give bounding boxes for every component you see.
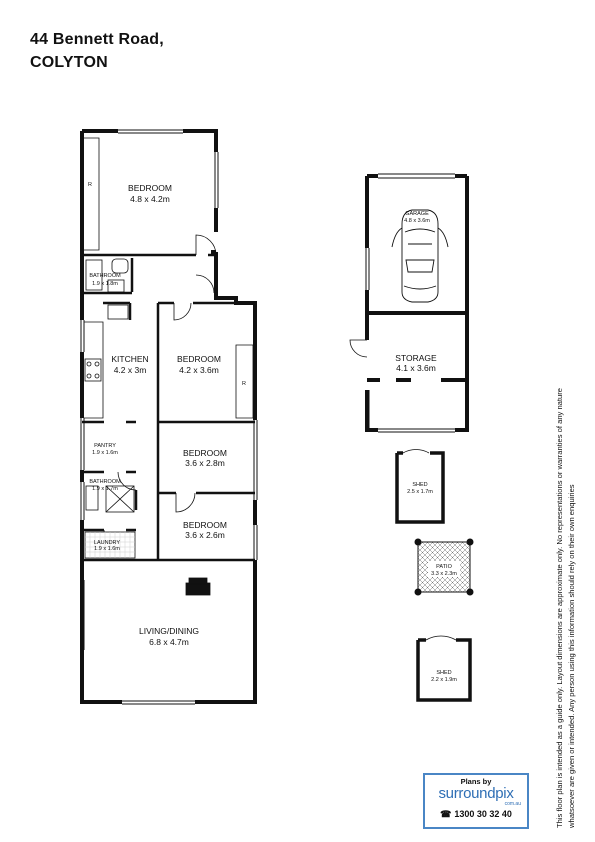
room-dim-patio: 3.3 x 2.3m <box>431 571 457 577</box>
garage-building <box>349 173 469 433</box>
room-name-garage: GARAGE <box>405 211 429 217</box>
shed-1 <box>395 449 445 524</box>
address-line-street: 44 Bennett Road, <box>30 31 164 48</box>
logo-plans-by: Plans by <box>460 777 492 786</box>
shed-2 <box>416 635 472 702</box>
main-house-labels: BEDROOM 4.8 x 4.2m BATHROOM 1.9 x 1.8m K… <box>88 182 246 647</box>
phone-icon: ☎ <box>440 809 452 819</box>
disclaimer-text: This floor plan is intended as a guide o… <box>554 348 578 828</box>
room-name-shed-1: SHED <box>412 482 427 488</box>
garage-doors <box>349 339 368 358</box>
room-name-kitchen: KITCHEN <box>111 354 148 364</box>
room-name-storage: STORAGE <box>395 353 437 363</box>
logo-phone-number: 1300 30 32 40 <box>454 809 512 819</box>
room-dim-bedroom-3: 3.6 x 2.8m <box>185 458 225 468</box>
main-house <box>80 129 258 705</box>
room-dim-shed-1: 2.5 x 1.7m <box>407 489 433 495</box>
room-name-shed-2: SHED <box>436 670 451 676</box>
room-dim-garage: 4.8 x 3.6m <box>404 218 430 224</box>
laundry-tiles <box>85 532 135 558</box>
disclaimer-line-1: This floor plan is intended as a guide o… <box>555 388 564 828</box>
room-dim-pantry: 1.9 x 1.6m <box>92 450 118 456</box>
logo-brand-name: surroundpix <box>438 785 514 802</box>
patio: PATIO 3.3 x 2.3m <box>414 538 474 596</box>
room-name-bedroom-1: BEDROOM <box>128 183 172 193</box>
garage-windows <box>365 173 455 433</box>
house-windows <box>80 129 258 705</box>
property-address: 44 Bennett Road, COLYTON <box>30 28 164 74</box>
robe-marker-2: R <box>242 381 246 387</box>
room-dim-bathroom-1: 1.9 x 1.8m <box>92 281 118 287</box>
house-fixtures <box>84 137 254 596</box>
room-name-bathroom-1: BATHROOM <box>89 273 121 279</box>
room-name-bedroom-4: BEDROOM <box>183 520 227 530</box>
room-dim-bathroom-2: 1.9 x 1.7m <box>92 486 118 492</box>
house-doors <box>103 234 217 545</box>
logo-domain: com.au <box>504 801 521 807</box>
room-dim-bedroom-2: 4.2 x 3.6m <box>179 365 219 375</box>
room-dim-shed-2: 2.2 x 1.9m <box>431 677 457 683</box>
address-line-suburb: COLYTON <box>30 54 108 71</box>
room-dim-laundry: 1.9 x 1.6m <box>94 546 120 552</box>
room-name-bedroom-2: BEDROOM <box>177 354 221 364</box>
room-dim-bedroom-4: 3.6 x 2.6m <box>185 530 225 540</box>
robe-marker-1: R <box>88 182 92 188</box>
room-name-laundry: LAUNDRY <box>94 540 121 546</box>
room-name-pantry: PANTRY <box>94 443 116 449</box>
house-exterior-walls <box>80 129 257 704</box>
room-dim-bedroom-1: 4.8 x 4.2m <box>130 194 170 204</box>
disclaimer-line-2: whatsoever are given or intended. Any pe… <box>567 484 576 828</box>
logo-phone: ☎1300 30 32 40 <box>425 809 527 820</box>
room-dim-storage: 4.1 x 3.6m <box>396 363 436 373</box>
surroundpix-logo: Plans by surroundpix com.au ☎1300 30 32 … <box>423 773 529 829</box>
room-name-living-dining: LIVING/DINING <box>139 626 199 636</box>
room-name-bedroom-3: BEDROOM <box>183 448 227 458</box>
car-icon <box>391 209 449 303</box>
room-dim-living-dining: 6.8 x 4.7m <box>149 637 189 647</box>
garage-labels: GARAGE 4.8 x 3.6m STORAGE 4.1 x 3.6m <box>395 211 437 373</box>
house-interior-walls <box>82 253 255 562</box>
room-name-patio: PATIO <box>436 564 452 570</box>
room-dim-kitchen: 4.2 x 3m <box>114 365 147 375</box>
garage-walls <box>365 174 469 432</box>
room-name-bathroom-2: BATHROOM <box>89 479 121 485</box>
